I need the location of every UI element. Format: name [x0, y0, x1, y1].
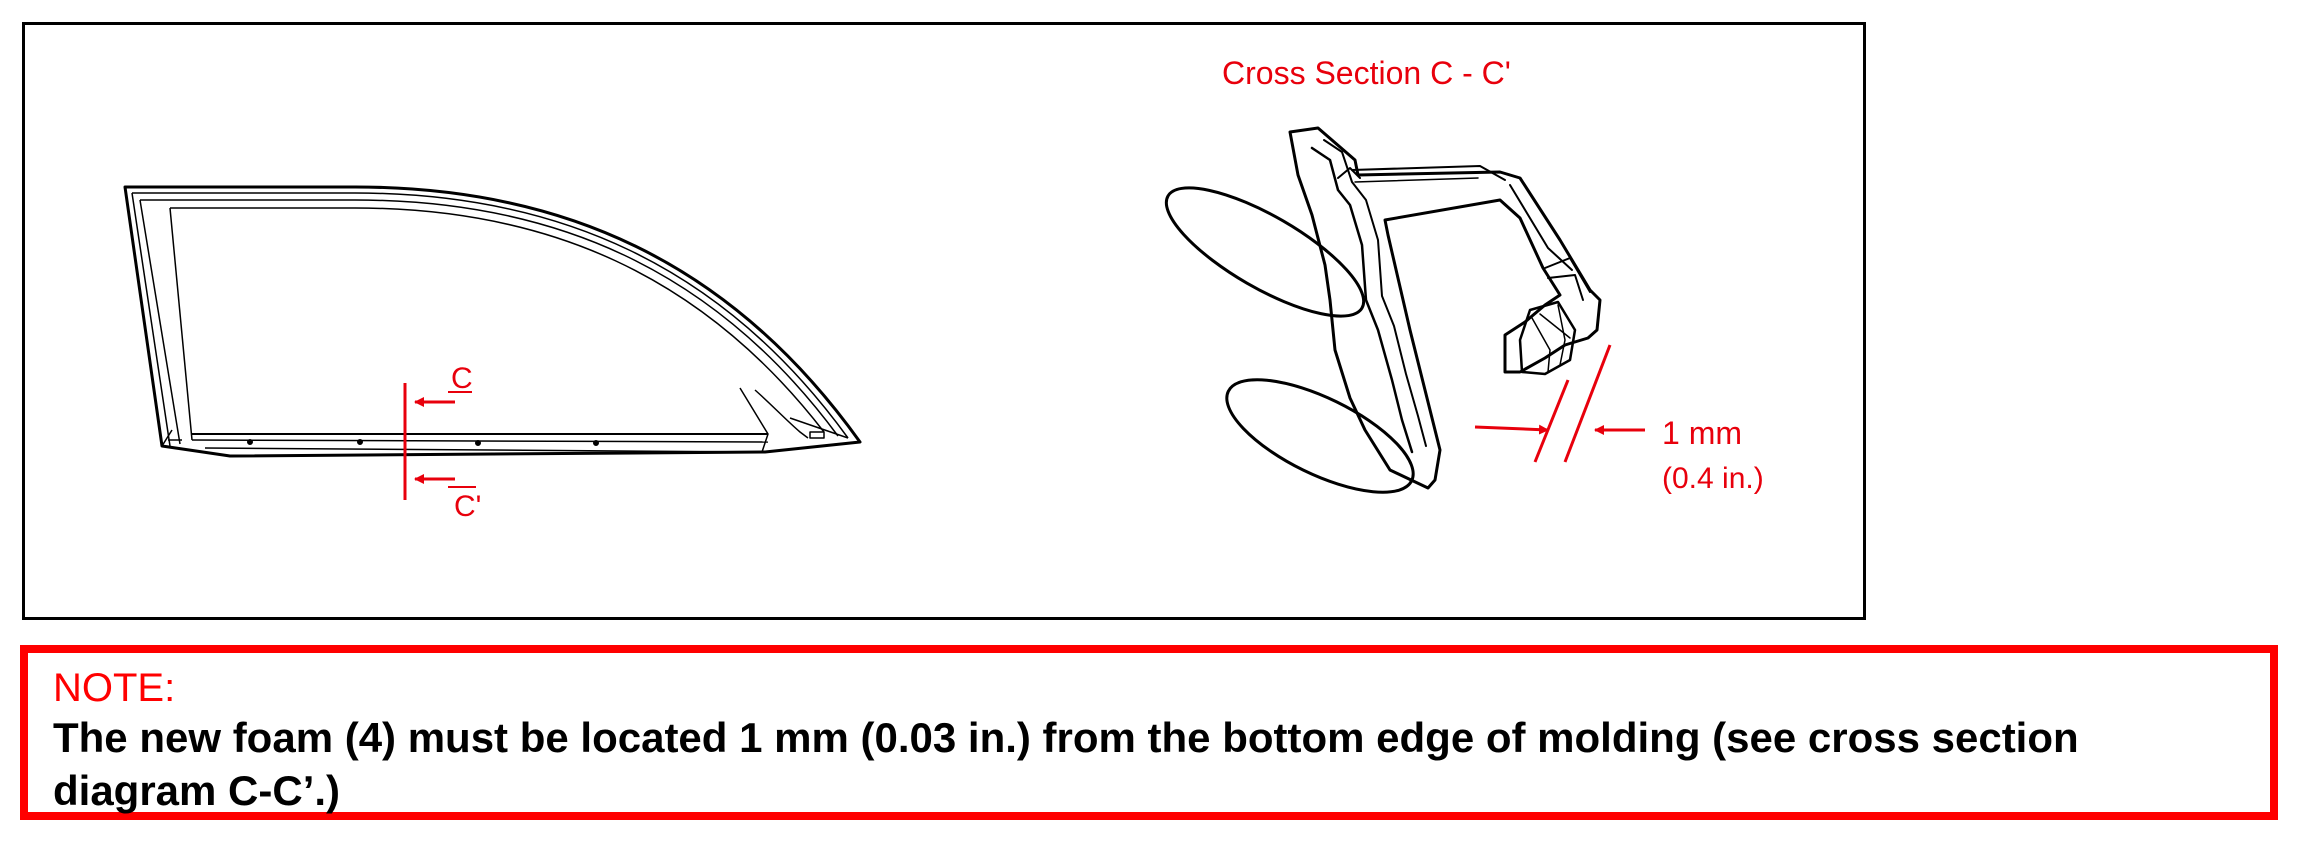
- glass-edge-upper: [1164, 186, 1366, 318]
- note-box: NOTE: The new foam (4) must be located 1…: [20, 645, 2278, 820]
- diagram-frame: [22, 22, 1866, 620]
- foam-block: [1518, 300, 1577, 376]
- diagram-illustration: C C' Cross Section C - C' 1 m: [123, 55, 1764, 523]
- dimension-callout: 1 mm (0.4 in.): [1474, 344, 1764, 495]
- window-molding-drawing: [123, 185, 862, 458]
- molding-profile: [1288, 126, 1602, 490]
- note-title: NOTE:: [53, 666, 176, 710]
- note-body: The new foam (4) must be located 1 mm (0…: [53, 714, 2079, 814]
- dimension-value: 1 mm: [1662, 415, 1742, 451]
- glass-edge-lower: [1225, 378, 1415, 494]
- section-cut-markers: C C': [403, 362, 481, 523]
- cross-section-title: Cross Section C - C': [1222, 55, 1511, 91]
- dimension-arrow-left: [1474, 424, 1549, 435]
- cross-section-drawing: [1164, 126, 1602, 494]
- dimension-extension-right: [1563, 344, 1612, 463]
- dimension-extension-left: [1533, 379, 1570, 463]
- section-label-top: C: [451, 362, 473, 395]
- dimension-alt: (0.4 in.): [1662, 462, 1764, 495]
- section-label-bottom: C': [454, 490, 481, 523]
